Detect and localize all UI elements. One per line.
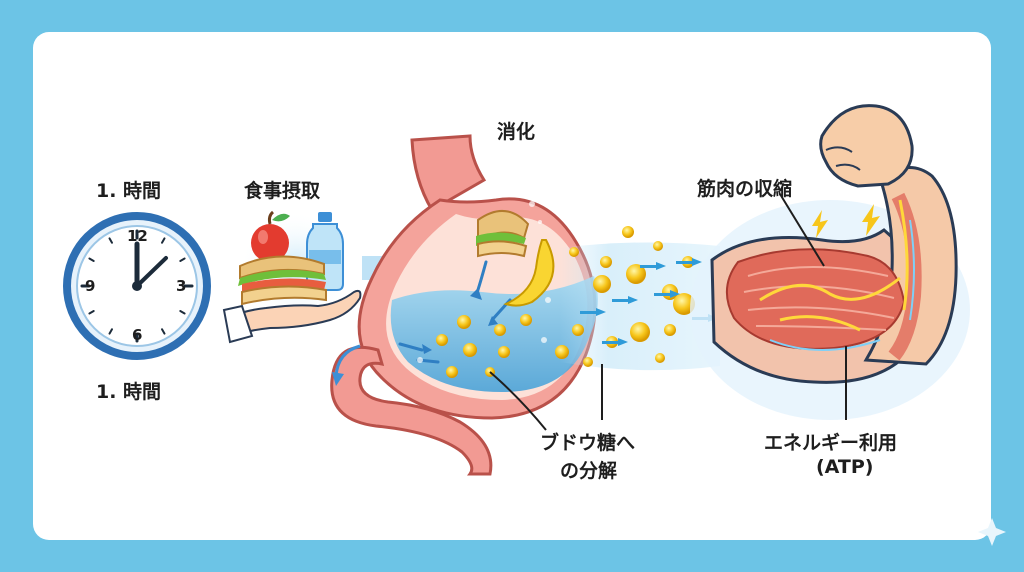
clock-number-3: 3	[176, 277, 187, 295]
hand-icon	[222, 289, 362, 344]
clock-number-6: 6	[132, 326, 143, 344]
food-intake-label: 食事摂取	[244, 180, 321, 202]
clock-icon	[63, 212, 211, 360]
sandwich-icon	[476, 210, 530, 258]
glucose-label-line2: の分解	[560, 460, 618, 482]
clock-number-9: 9	[85, 277, 96, 295]
sandwich-icon	[238, 255, 327, 306]
food-intake-icon	[222, 210, 362, 344]
lightning-icon	[862, 204, 880, 236]
banana-icon	[503, 239, 555, 307]
time-label-bottom: 1. 時間	[96, 381, 162, 403]
glucose-label-line1: ブドウ糖へ	[540, 432, 636, 454]
leader-lines	[489, 193, 847, 431]
apple-icon	[251, 210, 290, 262]
energy-label-line1: エネルギー利用	[764, 432, 898, 454]
energy-label-line2: (ATP)	[816, 456, 874, 478]
sparkle-icon	[978, 518, 1006, 546]
time-label-top: 1. 時間	[96, 180, 162, 202]
stomach-icon	[330, 134, 598, 476]
digestion-label: 消化	[497, 121, 536, 143]
clock-number-12: 12	[127, 227, 148, 245]
arm-muscle-icon	[690, 104, 970, 420]
lightning-icon	[812, 210, 828, 238]
muscle-contraction-label: 筋肉の収縮	[697, 178, 793, 200]
